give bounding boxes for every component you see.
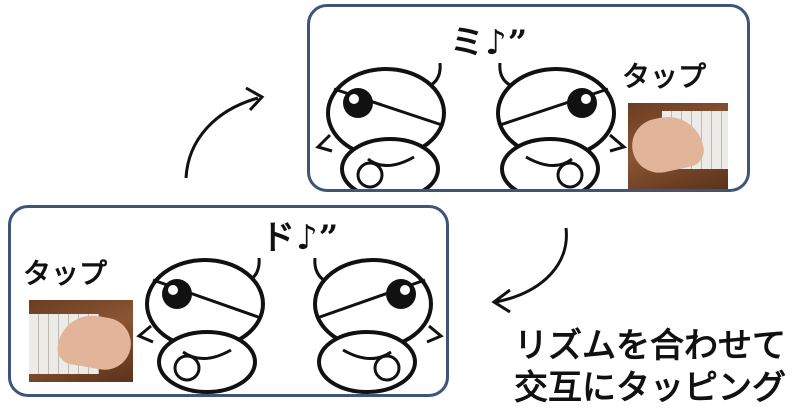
character-left	[315, 62, 446, 189]
character-left	[136, 257, 265, 394]
top-sound-label: ミ♪”	[450, 23, 529, 63]
bottom-tap-label: タップ	[23, 257, 108, 290]
hand-tapping-photo	[628, 103, 728, 189]
hand-tapping-photo	[29, 300, 133, 382]
bottom-panel: ド♪” タップ	[8, 205, 449, 397]
top-tap-label: タップ	[622, 60, 707, 93]
character-right	[496, 62, 628, 189]
bottom-sound-label: ド♪”	[261, 218, 340, 258]
top-panel: ミ♪” タップ	[307, 4, 750, 192]
character-right	[313, 257, 444, 394]
caption-line-1: リズムを合わせて	[514, 326, 786, 366]
caption-line-2: 交互にタッピング	[514, 368, 786, 408]
